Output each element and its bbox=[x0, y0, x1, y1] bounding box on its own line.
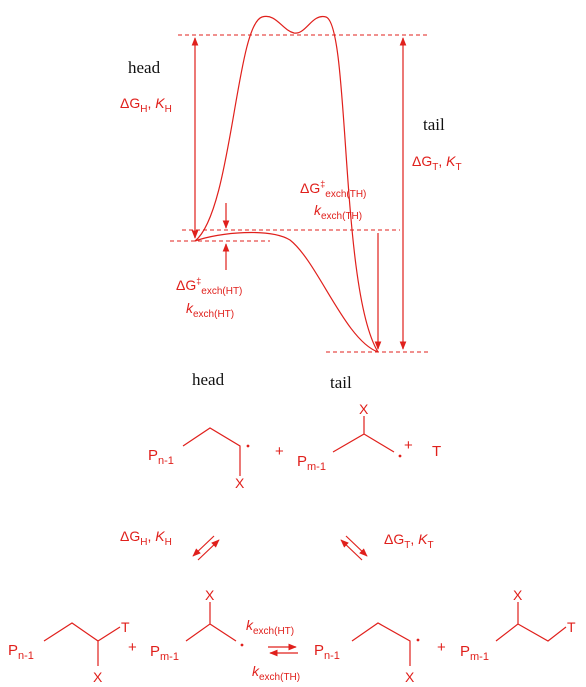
radical-dot-2 bbox=[398, 454, 402, 458]
plus-1: + bbox=[275, 443, 284, 460]
top-mid-P: Pm-1 bbox=[297, 453, 326, 473]
radical-dot-1 bbox=[246, 444, 250, 448]
br-X: X bbox=[405, 669, 415, 685]
k-th-label: kexch(TH) bbox=[252, 663, 300, 683]
eq-left-label: ΔGH, KH bbox=[120, 528, 172, 548]
top-left-X: X bbox=[235, 475, 245, 491]
bond-brr bbox=[495, 602, 567, 642]
label-ts-ht-k: kexch(HT) bbox=[186, 300, 234, 320]
bl-P: Pn-1 bbox=[8, 642, 34, 662]
plus-2: + bbox=[404, 437, 413, 454]
equilibrium-right bbox=[340, 535, 368, 561]
top-mid-X: X bbox=[359, 401, 369, 417]
label-ts-th-k: kexch(TH) bbox=[314, 202, 362, 222]
plus-3: + bbox=[128, 639, 137, 656]
brr-X: X bbox=[513, 587, 523, 603]
bl-X: X bbox=[93, 669, 103, 685]
brr-T: T bbox=[567, 619, 576, 635]
radical-dot-3 bbox=[240, 643, 244, 647]
curve-high-barrier bbox=[194, 15, 379, 353]
eq-left-arrow-down bbox=[192, 535, 215, 557]
bl-T: T bbox=[121, 619, 130, 635]
label-ts-ht-G: ΔG‡exch(HT) bbox=[176, 276, 242, 297]
bond-br bbox=[351, 622, 411, 666]
eq-right-arrow-down bbox=[345, 535, 368, 557]
eq-left-arrow-up bbox=[197, 539, 220, 561]
label-dG-head: ΔGH, KH bbox=[120, 95, 172, 115]
k-ht-label: kexch(HT) bbox=[246, 617, 294, 637]
bond-head-radical bbox=[182, 427, 241, 476]
energy-profile bbox=[170, 15, 430, 353]
brr-P: Pm-1 bbox=[460, 643, 489, 663]
label-tail-axis: tail bbox=[423, 115, 445, 134]
top-left-P: Pn-1 bbox=[148, 447, 174, 467]
curve-low-barrier bbox=[194, 231, 379, 353]
bm-X: X bbox=[205, 587, 215, 603]
bond-tail-radical bbox=[332, 416, 395, 453]
label-dG-tail: ΔGT, KT bbox=[412, 153, 462, 173]
eq-right-arrow-up bbox=[340, 539, 363, 561]
label-tail-bottom: tail bbox=[330, 373, 352, 392]
label-ts-th-G: ΔG‡exch(TH) bbox=[300, 179, 366, 200]
equilibrium-left bbox=[192, 535, 220, 561]
eq-right-label: ΔGT, KT bbox=[384, 531, 434, 551]
radical-dot-4 bbox=[416, 638, 420, 642]
label-head-top: head bbox=[128, 58, 161, 77]
label-head-bottom: head bbox=[192, 370, 225, 389]
scheme-bottom-row bbox=[43, 602, 567, 666]
br-P: Pn-1 bbox=[314, 642, 340, 662]
bond-bl bbox=[43, 622, 121, 666]
plus-4: + bbox=[437, 639, 446, 656]
scheme-top-row bbox=[182, 416, 402, 476]
bm-P: Pm-1 bbox=[150, 643, 179, 663]
bond-bm bbox=[185, 602, 237, 642]
top-T: T bbox=[432, 443, 441, 460]
